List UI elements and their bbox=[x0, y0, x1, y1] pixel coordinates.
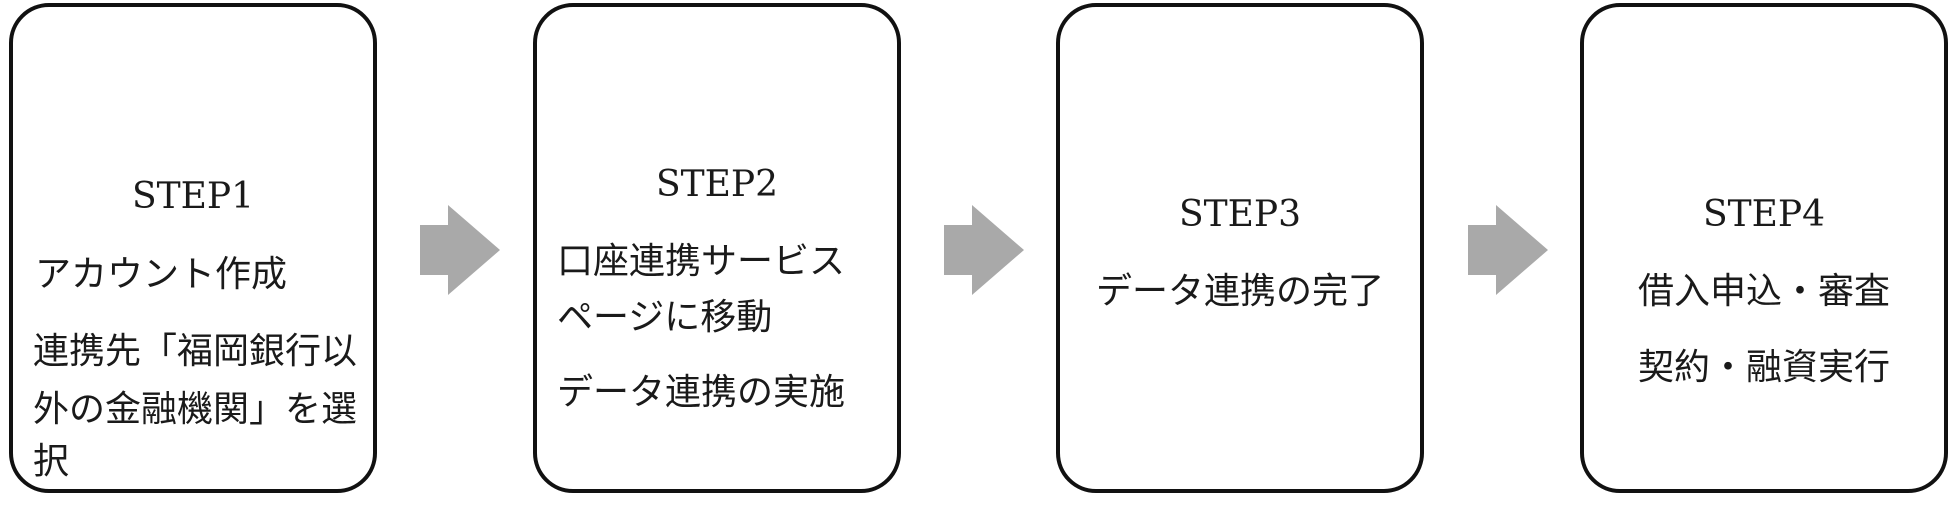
step-4-line-2: 契約・融資実行 bbox=[1637, 347, 1890, 388]
step-4-title: STEP4 bbox=[1702, 194, 1826, 235]
step-1-line-1: アカウント作成 bbox=[35, 254, 288, 295]
step-2-line-1: 口座連携サービス bbox=[557, 241, 846, 282]
right-arrow-icon bbox=[1468, 205, 1548, 295]
step-2-title: STEP2 bbox=[655, 164, 779, 205]
step-2-line-2: ページに移動 bbox=[557, 297, 773, 338]
step-1-line-2: 連携先「福岡銀行以 bbox=[33, 331, 358, 372]
step-1-line-4: 択 bbox=[33, 441, 70, 482]
step-1-line-3: 外の金融機関」を選 bbox=[33, 389, 358, 430]
step-1-box: STEP1 アカウント作成 連携先「福岡銀行以 外の金融機関」を選 択 bbox=[9, 3, 377, 493]
step-2-box: STEP2 口座連携サービス ページに移動 データ連携の実施 bbox=[533, 3, 901, 493]
step-1-title: STEP1 bbox=[131, 176, 255, 217]
right-arrow-icon bbox=[944, 205, 1024, 295]
step-2-line-3: データ連携の実施 bbox=[557, 372, 846, 413]
step-3-line-1: データ連携の完了 bbox=[1095, 271, 1384, 312]
step-3-title: STEP3 bbox=[1178, 194, 1302, 235]
right-arrow-icon bbox=[420, 205, 500, 295]
step-4-box: STEP4 借入申込・審査 契約・融資実行 bbox=[1580, 3, 1948, 493]
step-4-line-1: 借入申込・審査 bbox=[1637, 271, 1890, 312]
step-3-box: STEP3 データ連携の完了 bbox=[1056, 3, 1424, 493]
